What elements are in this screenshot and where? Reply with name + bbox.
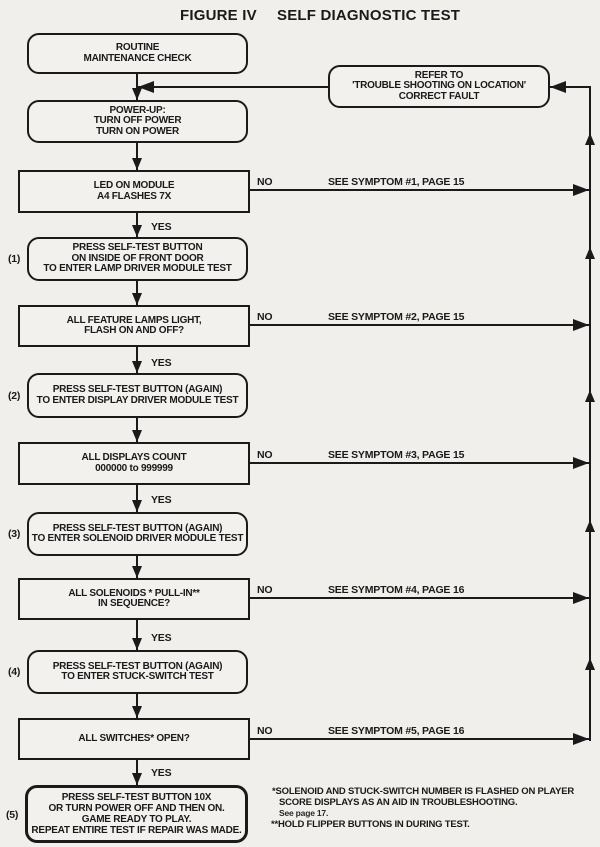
arrow-up-1 <box>585 133 595 145</box>
arrow-into-solenoids <box>132 566 142 578</box>
no-label-5: NO <box>257 725 273 737</box>
connector-switches-to-step5 <box>136 760 138 785</box>
no-line-1 <box>250 189 589 191</box>
footnote-line-4: **HOLD FLIPPER BUTTONS IN DURING TEST. <box>271 819 470 830</box>
fault-line-top-stub <box>550 86 591 88</box>
arrow-into-powerup <box>132 88 142 100</box>
node-step-2-display-test: PRESS SELF-TEST BUTTON (AGAIN) TO ENTER … <box>27 373 248 418</box>
yes-label-3: YES <box>151 494 172 506</box>
no-label-3: NO <box>257 449 273 461</box>
node-refer-troubleshooting: REFER TO 'TROUBLE SHOOTING ON LOCATION' … <box>328 65 550 108</box>
arrow-return-into-junction <box>138 81 154 93</box>
footnote-line-1: *SOLENOID AND STUCK-SWITCH NUMBER IS FLA… <box>272 786 575 797</box>
no-label-4: NO <box>257 584 273 596</box>
no-line-2 <box>250 324 589 326</box>
symptom-label-2: SEE SYMPTOM #2, PAGE 15 <box>328 311 465 323</box>
arrow-into-refer-box <box>550 81 566 93</box>
step-label-4: (4) <box>8 666 21 678</box>
arrow-into-led <box>132 158 142 170</box>
figure-label: FIGURE IV <box>180 7 257 24</box>
node-step-1-lamp-test: PRESS SELF-TEST BUTTON ON INSIDE OF FRON… <box>27 237 248 281</box>
no-label-1: NO <box>257 176 273 188</box>
arrow-up-3 <box>585 390 595 402</box>
arrow-into-lamps <box>132 293 142 305</box>
symptom-label-4: SEE SYMPTOM #4, PAGE 16 <box>328 584 465 596</box>
arrow-up-5 <box>585 658 595 670</box>
symptom-label-1: SEE SYMPTOM #1, PAGE 15 <box>328 176 465 188</box>
fault-return-line <box>589 86 591 741</box>
arrow-into-step5 <box>132 773 142 785</box>
node-step-4-stuck-switch-test: PRESS SELF-TEST BUTTON (AGAIN) TO ENTER … <box>27 650 248 694</box>
arrow-up-4 <box>585 520 595 532</box>
arrow-into-switches <box>132 706 142 718</box>
arrow-no-5 <box>573 733 589 745</box>
arrow-into-step1 <box>132 225 142 237</box>
footnote-line-3: See page 17. <box>279 808 329 818</box>
node-display-check: ALL DISPLAYS COUNT 000000 to 999999 <box>18 442 250 485</box>
step-label-1: (1) <box>8 253 21 265</box>
step-label-5: (5) <box>6 809 19 821</box>
arrow-no-2 <box>573 319 589 331</box>
node-led-check: LED ON MODULE A4 FLASHES 7X <box>18 170 250 213</box>
step-label-3: (3) <box>8 528 21 540</box>
node-lamp-check: ALL FEATURE LAMPS LIGHT, FLASH ON AND OF… <box>18 305 250 347</box>
arrow-into-step3 <box>132 500 142 512</box>
arrow-into-step4 <box>132 638 142 650</box>
arrow-up-2 <box>585 247 595 259</box>
step-label-2: (2) <box>8 390 21 402</box>
node-power-up: POWER-UP: TURN OFF POWER TURN ON POWER <box>27 100 248 143</box>
footnote-line-2: SCORE DISPLAYS AS AN AID IN TROUBLESHOOT… <box>279 797 518 808</box>
connector-lamps-to-step2 <box>136 347 138 373</box>
connector-powerup-to-led <box>136 143 138 170</box>
yes-label-5: YES <box>151 767 172 779</box>
node-routine-maintenance: ROUTINE MAINTENANCE CHECK <box>27 33 248 74</box>
yes-label-4: YES <box>151 632 172 644</box>
no-line-4 <box>250 597 589 599</box>
connector-displays-to-step3 <box>136 485 138 512</box>
node-step-3-solenoid-test: PRESS SELF-TEST BUTTON (AGAIN) TO ENTER … <box>27 512 248 556</box>
arrow-no-4 <box>573 592 589 604</box>
symptom-label-5: SEE SYMPTOM #5, PAGE 16 <box>328 725 465 737</box>
node-solenoid-check: ALL SOLENOIDS * PULL-IN** IN SEQUENCE? <box>18 578 250 620</box>
no-line-3 <box>250 462 589 464</box>
yes-label-2: YES <box>151 357 172 369</box>
connector-solenoids-to-step4 <box>136 620 138 650</box>
node-step-5-test-complete: PRESS SELF-TEST BUTTON 10X OR TURN POWER… <box>25 785 248 843</box>
page-title: SELF DIAGNOSTIC TEST <box>277 7 461 24</box>
arrow-into-displays <box>132 430 142 442</box>
arrow-into-step2 <box>132 361 142 373</box>
arrow-no-3 <box>573 457 589 469</box>
node-switch-check: ALL SWITCHES* OPEN? <box>18 718 250 760</box>
return-line-refer-to-powerup <box>136 86 328 88</box>
no-line-5 <box>250 738 589 740</box>
no-label-2: NO <box>257 311 273 323</box>
symptom-label-3: SEE SYMPTOM #3, PAGE 15 <box>328 449 465 461</box>
arrow-no-1 <box>573 184 589 196</box>
yes-label-1: YES <box>151 221 172 233</box>
